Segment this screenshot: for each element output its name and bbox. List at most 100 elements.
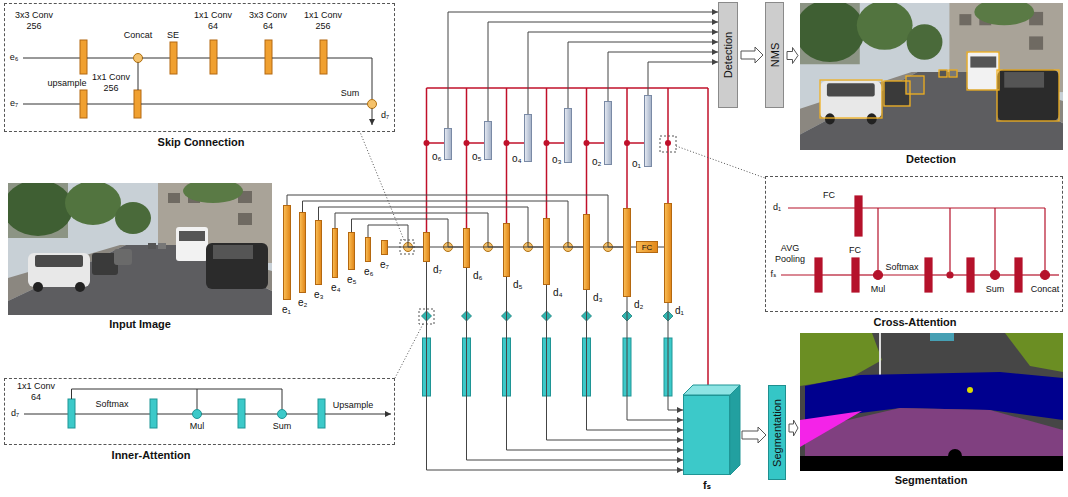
skip-connection-blocks [368, 100, 377, 109]
node-label: d₇ [433, 264, 442, 276]
cross-attention-wires [427, 87, 709, 89]
connector [430, 247, 463, 248]
encoder-block: e₂ [299, 212, 306, 293]
callout-marks [360, 132, 404, 240]
block-label: Concat [118, 30, 158, 41]
cross-attention-blocks [815, 258, 822, 292]
connector [488, 22, 718, 121]
encoder-block: e₃ [315, 220, 322, 285]
connector [448, 12, 718, 128]
cross-attention-blocks [1044, 208, 1045, 271]
input-photo [3, 179, 272, 315]
segmentation-image: Segmentation [800, 333, 1063, 471]
cross-attention-dots [504, 140, 510, 146]
node-label: Cross-Attention [873, 316, 956, 329]
cross-attention-blocks [788, 207, 855, 208]
inner-attention-blocks [202, 414, 239, 415]
skip-connection-blocks [372, 109, 373, 126]
cross-attention-blocks [949, 208, 950, 272]
inner-attention-blocks [193, 410, 202, 419]
node-label: o₂ [592, 156, 601, 168]
skip-connection-blocks [134, 90, 141, 118]
inner-attention-blocks [278, 410, 287, 419]
connector [568, 42, 718, 108]
segmentation-box: Segmentation [768, 385, 786, 480]
cross-attention-blocks [852, 258, 859, 292]
node-label: o₄ [512, 153, 522, 165]
decoder-block: d₃ [583, 214, 590, 290]
dashed-panel: Inner-Attention [4, 378, 395, 445]
cross-attention-dots [584, 140, 590, 146]
detection-photo [795, 0, 1063, 150]
callout-marks [676, 146, 765, 178]
cross-attention-blocks [1000, 274, 1016, 275]
inner-attention-blocks [245, 414, 278, 415]
block-label: d₁ [769, 202, 785, 213]
cross-attention-dots [624, 140, 630, 146]
inner-attention-blocks [24, 414, 68, 415]
skip-connection-blocks [177, 58, 210, 59]
skip-connection-blocks [210, 40, 217, 74]
block-label: Mul [866, 284, 890, 295]
block-label: FC [846, 245, 864, 256]
block-label: Softmax [92, 399, 132, 410]
decoder-block: d₅ [503, 223, 510, 277]
inner-attention-blocks [24, 389, 391, 428]
block-label: 1x1 Conv 256 [89, 72, 133, 94]
cross-attention-wires [506, 88, 508, 223]
node-label: Detection [906, 153, 956, 166]
skip-connection-blocks [327, 58, 372, 100]
cross-attention-blocks [883, 274, 926, 275]
segmentation-map [800, 333, 1063, 471]
skip-connection-blocks [265, 40, 272, 74]
cross-attention-wires [707, 88, 709, 385]
skip-connection-blocks [87, 104, 134, 105]
cross-attention-blocks [994, 208, 995, 271]
inner-attention-diamonds [422, 311, 674, 321]
node-label: d₅ [513, 279, 523, 291]
detection-box: Detection [718, 2, 738, 108]
segmentation-features [423, 338, 673, 396]
node-label: fₛ [703, 479, 711, 492]
block-label: fₛ [767, 269, 780, 280]
node-label: o₅ [472, 151, 482, 163]
input-image: Input Image [8, 183, 272, 315]
inner-attention-blocks [75, 414, 150, 415]
cross-attention-blocks [862, 207, 1045, 208]
connector [470, 247, 503, 248]
cross-attention-blocks [991, 271, 1000, 280]
skip-connection-blocks [170, 42, 177, 74]
block-label: Sum [983, 284, 1007, 295]
block-label: FC [820, 190, 838, 201]
block-label: e₇ [7, 98, 21, 109]
feature-cube-faces [683, 385, 740, 475]
connector [789, 420, 798, 436]
node-label: Inner-Attention [112, 449, 191, 462]
connector [510, 247, 543, 248]
node-label: e₁ [282, 304, 291, 316]
cross-attention-blocks [932, 274, 947, 275]
block-label: 1x1 Conv 64 [14, 381, 58, 403]
detection-photo [795, 0, 1063, 150]
block-label: Sum [338, 88, 362, 99]
block-label: Mul [185, 421, 209, 432]
block-label: Concat [1029, 284, 1061, 295]
callout-marks [395, 324, 423, 378]
node-label: d₄ [553, 287, 563, 299]
block-label: d₇ [377, 110, 393, 121]
cross-attention-blocks [1015, 258, 1022, 292]
block-label: 1x1 Conv 256 [301, 10, 345, 32]
dashed-panel: Cross-Attention [765, 176, 1063, 312]
detection-photo [820, 52, 1059, 121]
segmentation-map [967, 387, 973, 393]
node-label: o₁ [632, 158, 641, 170]
skip-connection-blocks [23, 58, 80, 59]
connector [507, 277, 684, 450]
connector [303, 201, 584, 247]
node-label: e₂ [298, 297, 307, 309]
cross-attention-blocks [859, 274, 874, 275]
node-label: Skip Connection [158, 136, 245, 149]
connector [668, 303, 683, 410]
node-label: e₇ [380, 259, 389, 271]
